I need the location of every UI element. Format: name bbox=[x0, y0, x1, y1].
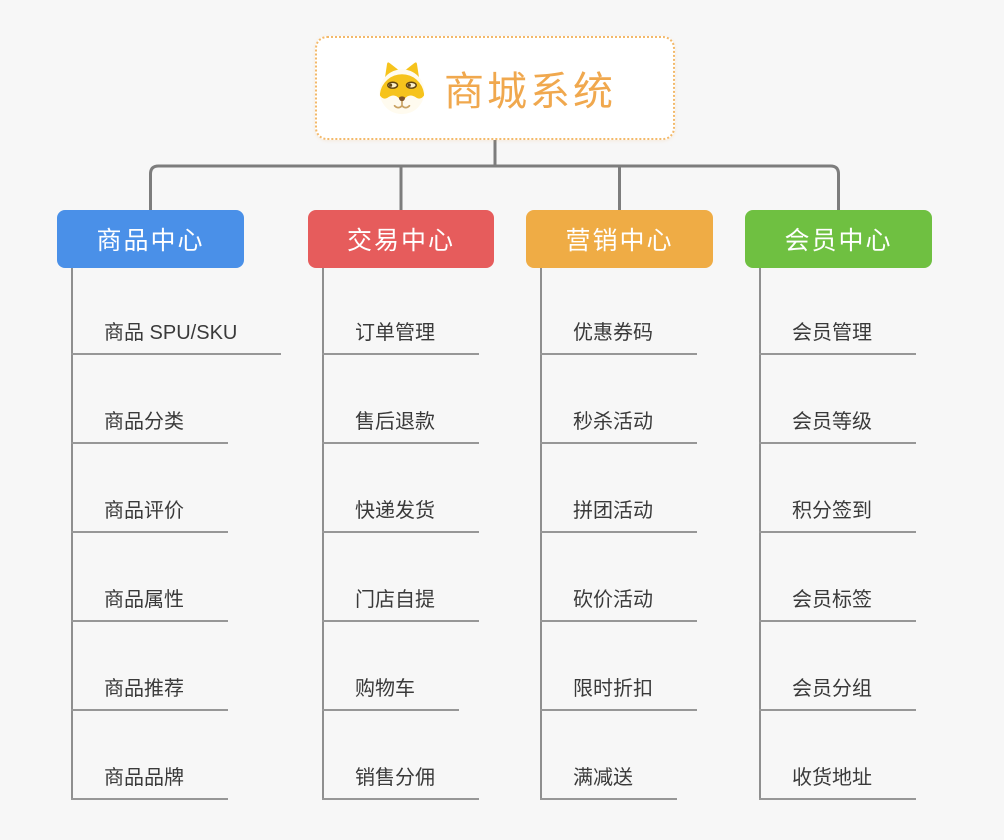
branch-2-item-5[interactable]: 满减送 bbox=[540, 766, 677, 800]
branch-2-item-4[interactable]: 限时折扣 bbox=[540, 677, 697, 711]
branch-connector-line bbox=[322, 268, 324, 800]
root-node[interactable]: 商城系统 bbox=[315, 36, 675, 140]
branch-0-item-1[interactable]: 商品分类 bbox=[71, 410, 228, 444]
doge-icon bbox=[379, 62, 425, 115]
branch-2-item-1[interactable]: 秒杀活动 bbox=[540, 410, 697, 444]
branch-connector-line bbox=[540, 268, 542, 800]
branch-header-2[interactable]: 营销中心 bbox=[526, 210, 713, 268]
branch-header-3[interactable]: 会员中心 bbox=[745, 210, 932, 268]
branch-1-item-2[interactable]: 快递发货 bbox=[322, 499, 479, 533]
branch-header-1[interactable]: 交易中心 bbox=[308, 210, 494, 268]
branch-1-item-4[interactable]: 购物车 bbox=[322, 677, 459, 711]
branch-connector-line bbox=[71, 268, 73, 800]
branch-connector-line bbox=[759, 268, 761, 800]
branch-3-item-2[interactable]: 积分签到 bbox=[759, 499, 916, 533]
branch-1-item-5[interactable]: 销售分佣 bbox=[322, 766, 479, 800]
branch-1-item-3[interactable]: 门店自提 bbox=[322, 588, 479, 622]
branch-0-item-0[interactable]: 商品 SPU/SKU bbox=[71, 321, 282, 355]
root-title: 商城系统 bbox=[444, 70, 616, 114]
branch-3-item-1[interactable]: 会员等级 bbox=[759, 410, 916, 444]
branch-0-item-2[interactable]: 商品评价 bbox=[71, 499, 228, 533]
branch-2-item-3[interactable]: 砍价活动 bbox=[540, 588, 697, 622]
branch-3-item-4[interactable]: 会员分组 bbox=[759, 677, 916, 711]
branch-3-item-0[interactable]: 会员管理 bbox=[759, 321, 916, 355]
branch-header-0[interactable]: 商品中心 bbox=[57, 210, 244, 268]
branch-0-item-3[interactable]: 商品属性 bbox=[71, 588, 228, 622]
branch-0-item-4[interactable]: 商品推荐 bbox=[71, 677, 228, 711]
branch-2-item-2[interactable]: 拼团活动 bbox=[540, 499, 697, 533]
branch-0-item-5[interactable]: 商品品牌 bbox=[71, 766, 228, 800]
branch-3-item-3[interactable]: 会员标签 bbox=[759, 588, 916, 622]
branch-1-item-1[interactable]: 售后退款 bbox=[322, 410, 479, 444]
branch-1-item-0[interactable]: 订单管理 bbox=[322, 321, 479, 355]
branch-2-item-0[interactable]: 优惠券码 bbox=[540, 321, 697, 355]
branch-3-item-5[interactable]: 收货地址 bbox=[759, 766, 916, 800]
